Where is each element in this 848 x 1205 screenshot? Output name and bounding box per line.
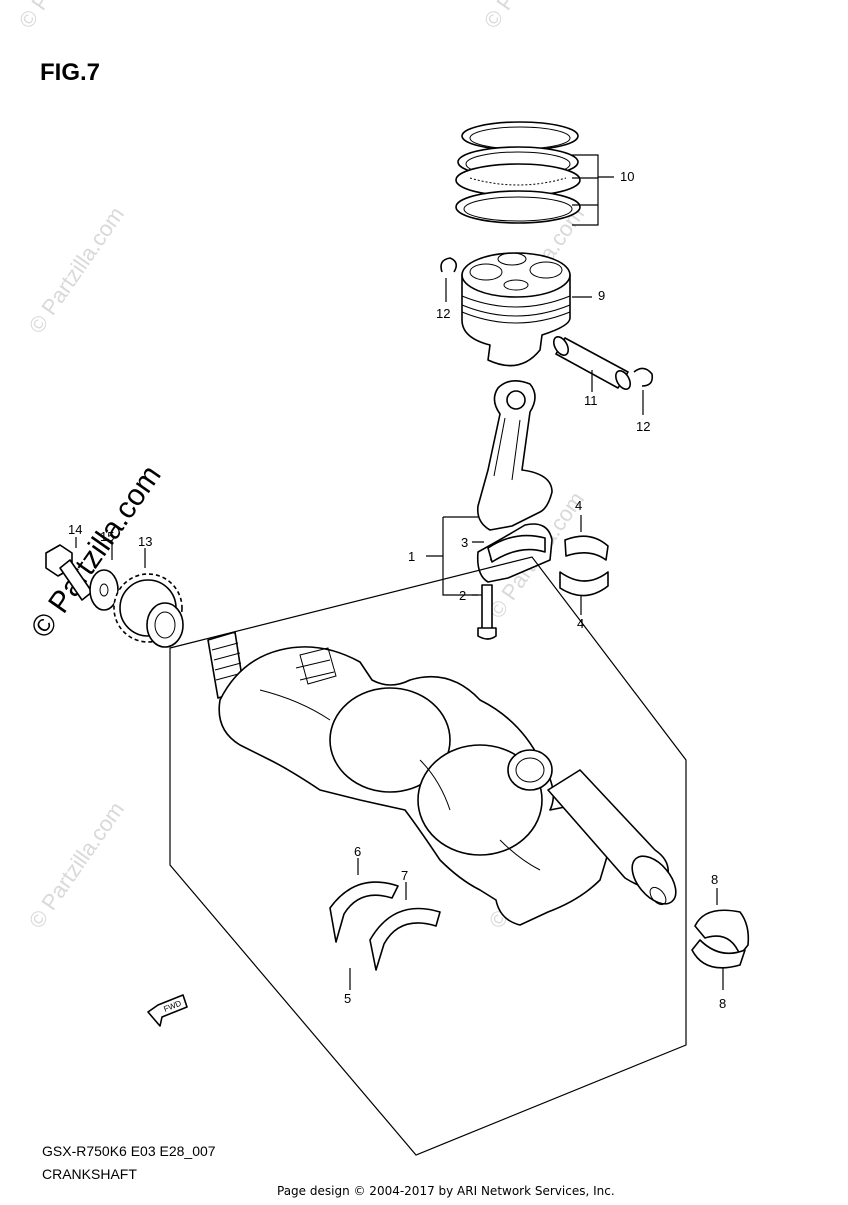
- crankshaft-boundary: [169, 556, 687, 1156]
- callout-4: 4: [577, 616, 584, 631]
- callout-9: 9: [598, 288, 605, 303]
- callout-5: 5: [344, 991, 351, 1006]
- callout-15: 15: [100, 529, 114, 544]
- callout-14: 14: [68, 522, 82, 537]
- figure-label: FIG.7: [40, 59, 100, 86]
- watermark-text: © Partzilla.com: [24, 797, 130, 933]
- piston-pin: [552, 336, 632, 392]
- callout-2: 2: [459, 588, 466, 603]
- crankshaft: [207, 631, 677, 926]
- sprocket-gear: [113, 573, 184, 648]
- watermark-text: © Partzilla.com: [14, 0, 120, 33]
- callout-7: 7: [401, 868, 408, 883]
- callout-8: 8: [711, 872, 718, 887]
- callout-4: 4: [575, 498, 582, 513]
- callout-3: 3: [461, 535, 468, 550]
- watermark-text: © Partzilla.com: [479, 0, 585, 33]
- crank-gear-assembly: [45, 537, 184, 648]
- watermark-text: © Partzilla.com: [24, 202, 130, 338]
- conrod-bearings: [487, 515, 609, 615]
- callout-12: 12: [636, 419, 650, 434]
- callout-1: 1: [408, 549, 415, 564]
- callout-12: 12: [436, 306, 450, 321]
- assembly-name: CRANKSHAFT: [42, 1166, 137, 1182]
- connecting-rod: [426, 380, 553, 596]
- callout-10: 10: [620, 169, 634, 184]
- piston: [461, 252, 592, 367]
- conrod-bolt: [472, 584, 497, 640]
- callout-6: 6: [354, 844, 361, 859]
- callout-11: 11: [584, 393, 598, 408]
- thrust-bearings: [329, 858, 441, 990]
- callout-13: 13: [138, 534, 152, 549]
- fwd-arrow-icon: FWD: [147, 994, 188, 1027]
- piston-pin-circlips: [440, 257, 654, 415]
- callout-8: 8: [719, 996, 726, 1011]
- callouts: 10 9 12 11 12 4 1 3 2 4 14 15 13 6 7 5 8…: [68, 169, 726, 1011]
- main-bearings: [691, 888, 750, 990]
- copyright-footer: Page design © 2004-2017 by ARI Network S…: [277, 1184, 615, 1198]
- piston-rings: [455, 121, 614, 226]
- model-code: GSX-R750K6 E03 E28_007: [42, 1143, 216, 1159]
